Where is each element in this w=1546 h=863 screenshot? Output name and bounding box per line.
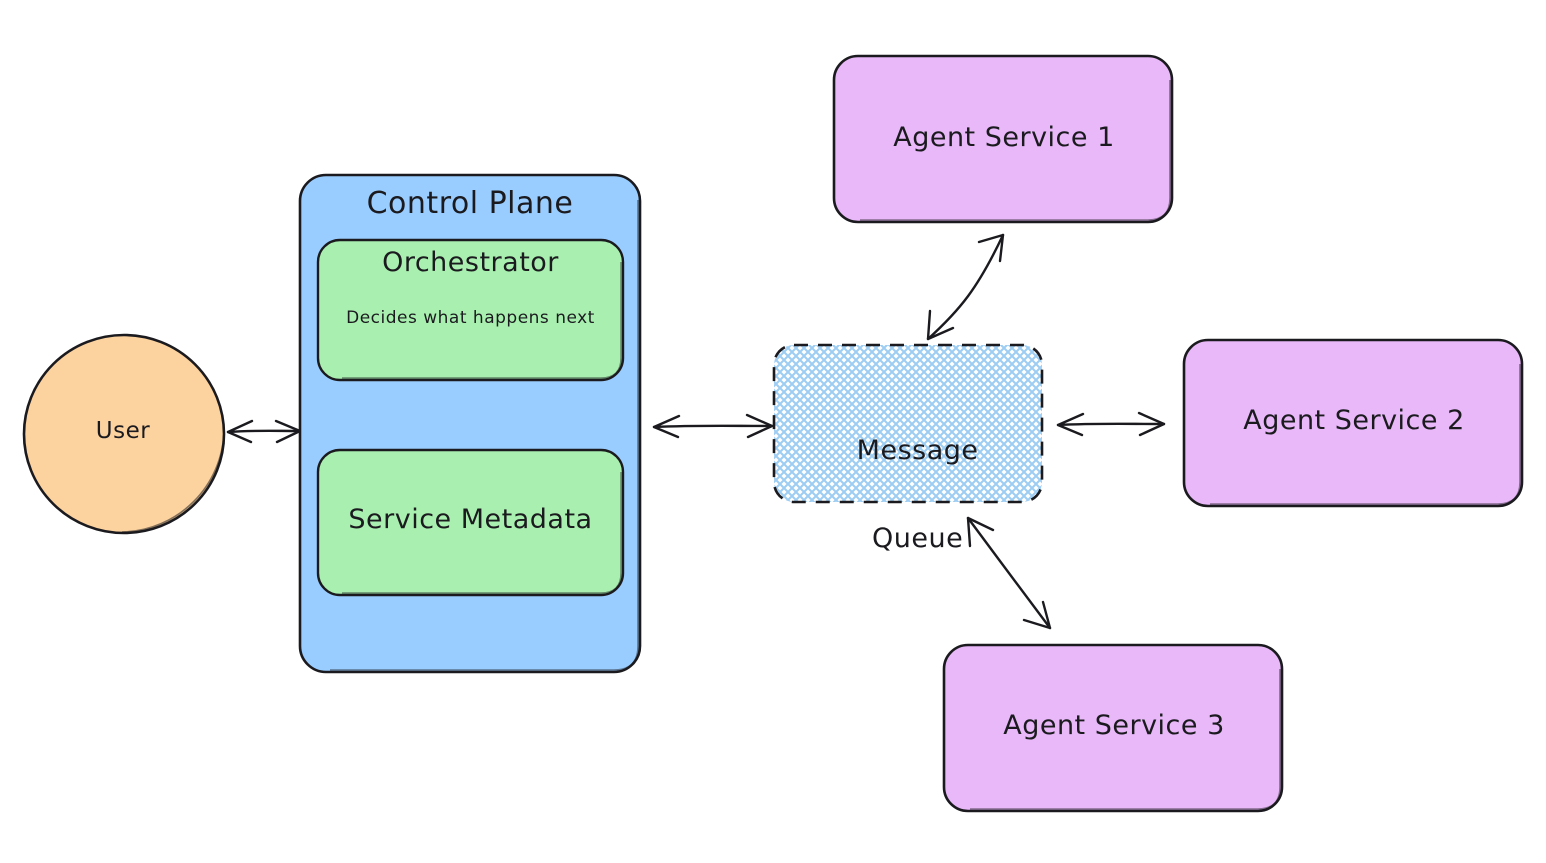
orchestrator-sketch-stroke [342, 262, 622, 379]
user-circle-shape [22, 333, 226, 535]
node-agent-service-2[interactable] [1182, 338, 1524, 508]
edge-user-control-plane [226, 419, 302, 444]
edge-message-queue-agent-3 [966, 516, 1052, 630]
agent-service-2-sketch-stroke [1210, 364, 1521, 505]
edge-message-queue-agent-2 [1056, 411, 1166, 437]
node-agent-service-1[interactable] [832, 54, 1174, 224]
agent-service-1-shape [832, 54, 1174, 224]
agent-service-2-shape [1182, 338, 1524, 508]
node-agent-service-3[interactable] [942, 643, 1284, 813]
service-metadata-shape [316, 448, 625, 597]
edge-control-plane-message-queue [652, 413, 774, 439]
node-user[interactable] [22, 333, 226, 535]
message-queue-shape [772, 343, 1044, 504]
orchestrator-shape [316, 238, 625, 382]
node-orchestrator[interactable] [316, 238, 625, 382]
control-plane-sketch-stroke [330, 200, 639, 671]
agent-service-3-sketch-stroke [970, 669, 1281, 810]
agent-service-3-shape [942, 643, 1284, 813]
edge-message-queue-agent-1 [926, 233, 1005, 341]
agent-service-1-sketch-stroke [860, 80, 1171, 221]
user-circle-sketch-stroke [121, 429, 225, 533]
node-message-queue[interactable] [772, 343, 1044, 504]
service-metadata-sketch-stroke [342, 472, 622, 594]
node-service-metadata[interactable] [316, 448, 625, 597]
